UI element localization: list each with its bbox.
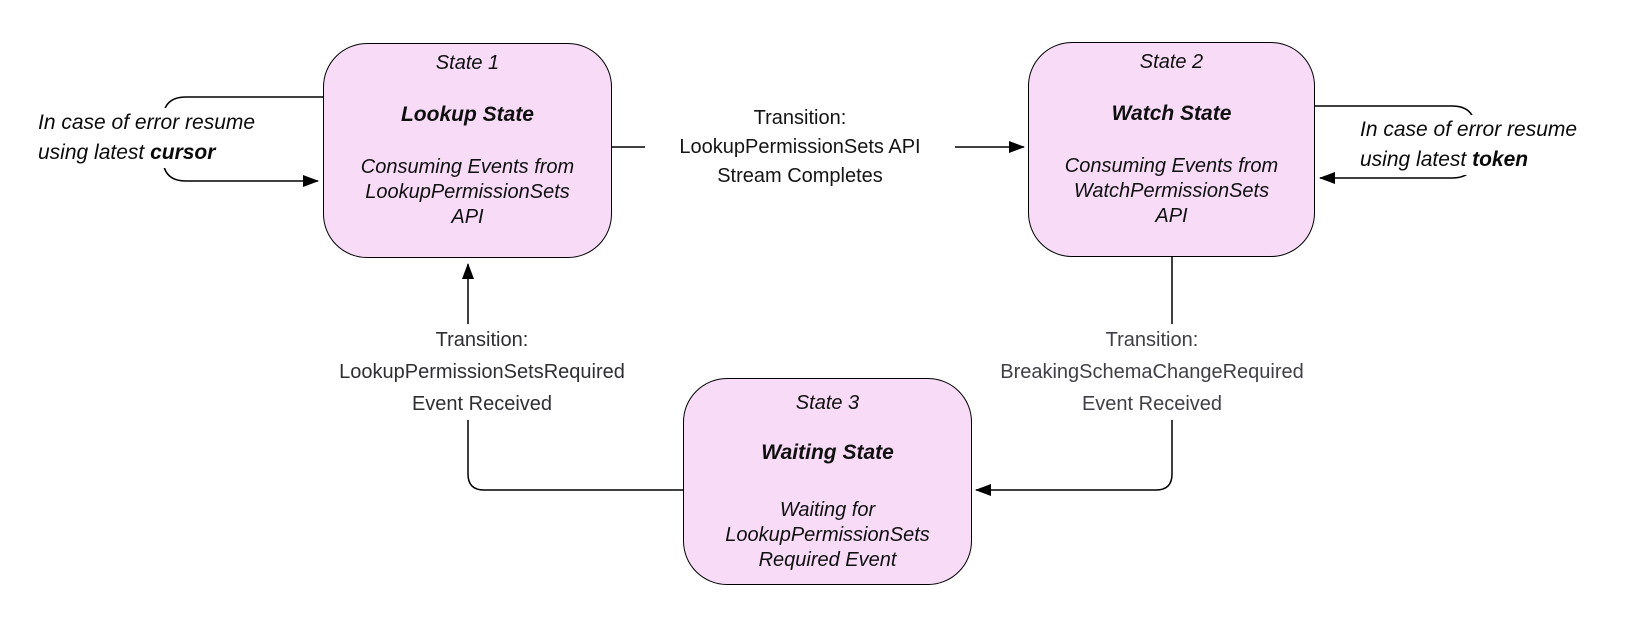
error-note-token-line2-prefix: using latest [1360, 148, 1473, 171]
state-description: Waiting for LookupPermissionSets Require… [725, 499, 930, 571]
error-note-cursor-line1: In case of error resume [38, 111, 256, 134]
arrow-watch-to-waiting [975, 257, 1173, 496]
error-note-token-line1: In case of error resume [1360, 118, 1578, 141]
error-note-token: In case of error resume using latest tok… [1360, 115, 1578, 175]
state-description: Consuming Events from LookupPermissionSe… [360, 156, 575, 228]
state-title: State 2 [1139, 51, 1204, 73]
error-note-token-keyword: token [1472, 148, 1529, 171]
state-title: State 1 [435, 52, 500, 74]
state-node-lookup: State 1 Lookup State Consuming Events fr… [323, 43, 612, 258]
error-note-cursor: In case of error resume using latest cur… [38, 108, 256, 168]
state-name: Waiting State [761, 441, 894, 464]
transition-label-waiting-to-lookup: Transition: LookupPermissionSetsRequired… [297, 324, 667, 420]
state-node-waiting: State 3 Waiting State Waiting for Lookup… [683, 378, 972, 585]
state-node-watch: State 2 Watch State Consuming Events fro… [1028, 42, 1315, 257]
state-name: Lookup State [400, 103, 534, 126]
error-note-cursor-line2-prefix: using latest [38, 141, 151, 164]
arrow-waiting-to-lookup [462, 263, 683, 491]
transition-label-lookup-to-watch: Transition: LookupPermissionSets API Str… [645, 104, 955, 191]
state-name: Watch State [1111, 102, 1232, 125]
state-description: Consuming Events from WatchPermissionSet… [1064, 155, 1279, 227]
state-title: State 3 [795, 392, 860, 414]
error-note-cursor-keyword: cursor [150, 141, 216, 164]
transition-label-watch-to-waiting: Transition: BreakingSchemaChangeRequired… [967, 324, 1337, 420]
